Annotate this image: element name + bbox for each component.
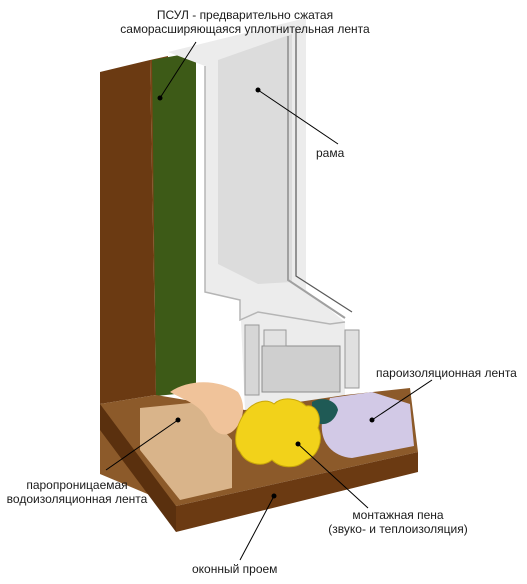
leader-vapor-permeable (105, 419, 179, 471)
sill-front-face (176, 452, 418, 532)
label-frame: рама (316, 146, 345, 160)
frame-glass-edge-dark (295, 30, 353, 313)
label-foam: монтажная пена (звуко- и теплоизоляция) (318, 508, 478, 536)
leader-opening (239, 495, 275, 561)
wall-vertical-front (100, 60, 156, 404)
label-vapor-permeable: паропроницаемая водоизоляционная лента (2, 478, 152, 506)
frame-chamber-left (244, 324, 260, 396)
label-foam-line1: монтажная пена (352, 508, 444, 522)
dot-psul (157, 95, 163, 101)
leader-frame (257, 89, 339, 145)
mounting-foam (235, 398, 321, 468)
label-opening: оконный проем (192, 562, 278, 576)
frame-chamber-right (344, 329, 360, 389)
leader-foam (297, 443, 369, 509)
leader-vapor-barrier (371, 379, 433, 421)
dot-opening (271, 493, 277, 499)
label-vapor-permeable-line1: паропроницаемая (26, 478, 128, 492)
frame-profile-edge (204, 66, 346, 325)
label-psul-line2: саморасширяющаяся уплотнительная лента (120, 22, 370, 36)
dot-frame (255, 87, 261, 93)
label-vapor-permeable-line2: водоизоляционная лента (6, 492, 148, 506)
label-vapor-barrier: пароизоляционная лента (376, 366, 517, 380)
dot-foam (295, 441, 301, 447)
leader-psul (159, 41, 197, 99)
vapor-barrier-tape (321, 392, 414, 458)
sill-left-face (100, 404, 176, 532)
glass-pane (218, 34, 292, 284)
label-psul-line1: ПСУЛ - предварительно сжатая (156, 8, 334, 22)
dot-vapor-barrier (369, 417, 375, 423)
frame-chamber-small (263, 329, 287, 347)
label-psul: ПСУЛ - предварительно сжатая саморасширя… (112, 8, 378, 36)
psul-sealant (170, 382, 244, 435)
dot-vapor-permeable (175, 417, 181, 423)
label-foam-line2: (звуко- и теплоизоляция) (328, 522, 468, 536)
frame-glass-edge (287, 36, 346, 319)
vapor-permeable-tape (140, 402, 232, 500)
green-reveal-strip (152, 52, 196, 396)
frame-chamber-main (261, 345, 341, 393)
